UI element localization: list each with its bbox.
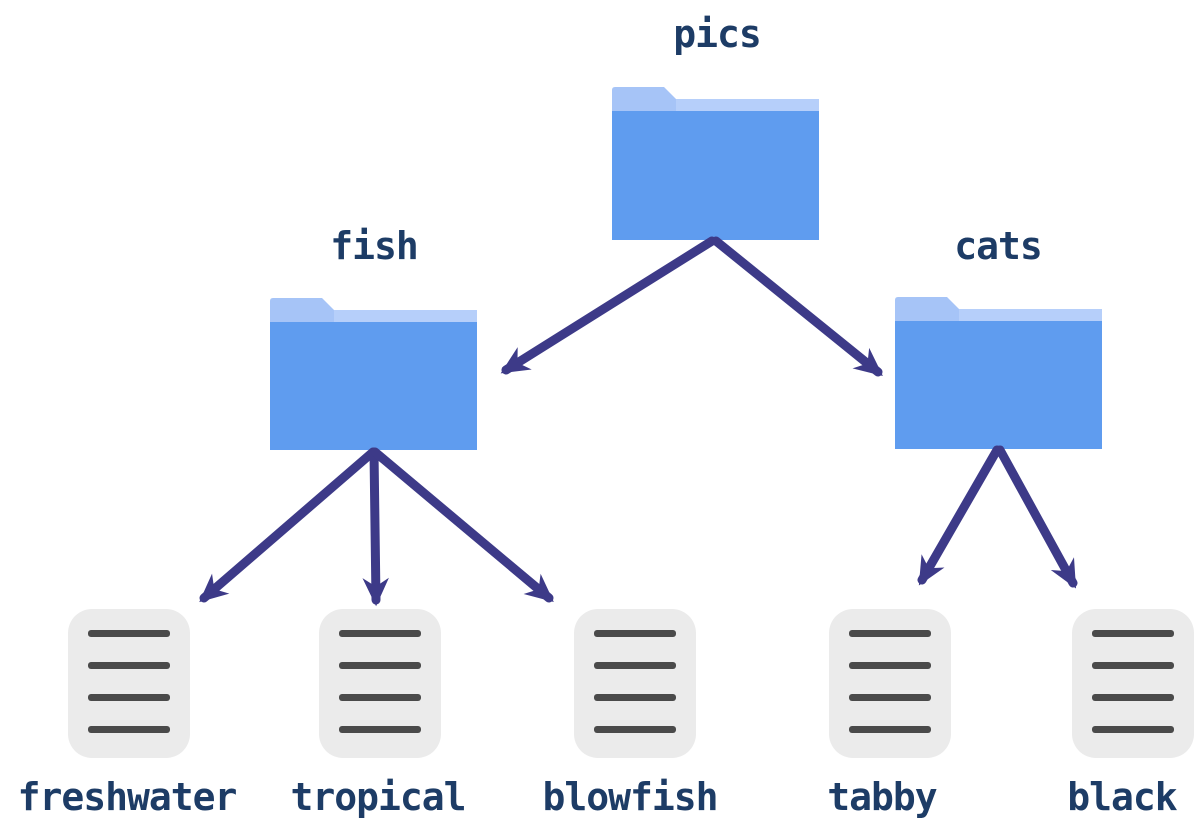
arrow-cats-to-black — [995, 445, 1078, 589]
folder-tab — [895, 297, 959, 323]
file-text-line — [849, 630, 931, 637]
file-text-line — [594, 662, 676, 669]
arrow-pics-to-fish — [500, 236, 717, 375]
folder-label-fish: fish — [330, 224, 419, 268]
file-text-line — [88, 726, 170, 733]
file-icon-tropical — [319, 609, 441, 758]
arrow-pics-to-cats — [711, 236, 883, 377]
file-text-line — [339, 726, 421, 733]
file-text-line — [88, 662, 170, 669]
file-text-line — [849, 694, 931, 701]
file-label-black: black — [1067, 775, 1177, 819]
file-text-line — [849, 662, 931, 669]
file-page — [68, 609, 190, 758]
file-icon-black — [1072, 609, 1194, 758]
file-page — [829, 609, 951, 758]
folder-body — [612, 111, 819, 240]
file-text-line — [1092, 694, 1174, 701]
folder-tab — [612, 87, 676, 113]
file-page — [1072, 609, 1194, 758]
file-label-blowfish: blowfish — [542, 775, 718, 819]
file-page — [574, 609, 696, 758]
file-text-line — [849, 726, 931, 733]
file-icon-freshwater — [68, 609, 190, 758]
file-text-line — [88, 630, 170, 637]
folder-body — [895, 321, 1102, 449]
file-text-line — [594, 630, 676, 637]
file-page — [319, 609, 441, 758]
folder-body — [270, 322, 477, 450]
arrow-cats-to-tabby — [917, 445, 1002, 586]
file-icon-tabby — [829, 609, 951, 758]
file-text-line — [1092, 630, 1174, 637]
file-label-tabby: tabby — [827, 775, 937, 819]
file-text-line — [1092, 662, 1174, 669]
file-text-line — [339, 630, 421, 637]
arrow-fish-to-tropical — [362, 447, 389, 607]
file-text-line — [339, 694, 421, 701]
folder-label-cats: cats — [954, 224, 1043, 268]
folder-icon-cats — [895, 297, 1102, 449]
file-text-line — [594, 726, 676, 733]
folder-label-pics: pics — [673, 12, 762, 56]
file-icon-blowfish — [574, 609, 696, 758]
folder-icon-pics — [612, 87, 819, 240]
folder-tab — [270, 298, 334, 324]
file-text-line — [88, 694, 170, 701]
file-label-tropical: tropical — [290, 775, 466, 819]
file-text-line — [594, 694, 676, 701]
arrow-fish-to-blowfish — [370, 447, 554, 603]
file-text-line — [1092, 726, 1174, 733]
folder-icon-fish — [270, 298, 477, 450]
file-label-freshwater: freshwater — [17, 775, 238, 819]
arrow-fish-to-freshwater — [199, 447, 378, 603]
file-text-line — [339, 662, 421, 669]
